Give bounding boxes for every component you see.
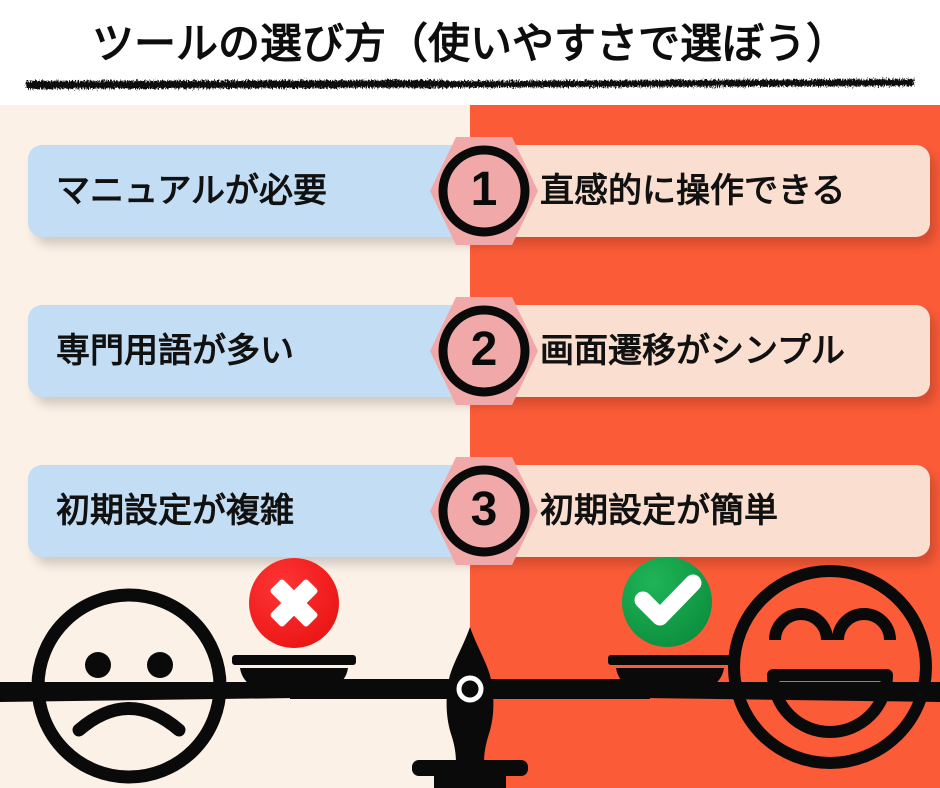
step-number: 1 <box>470 162 498 216</box>
left-item-pill[interactable]: 専門用語が多い <box>28 305 480 397</box>
hexagon-icon <box>430 457 538 565</box>
right-item-label: 直感的に操作できる <box>540 172 846 210</box>
comparison-row: マニュアルが必要 直感的に操作できる 1 <box>0 135 940 245</box>
check-mark-icon <box>622 557 712 647</box>
hexagon-icon <box>430 297 538 405</box>
balance-illustration <box>0 557 940 788</box>
right-item-pill[interactable]: 直感的に操作できる <box>462 145 930 237</box>
left-item-pill[interactable]: マニュアルが必要 <box>28 145 480 237</box>
comparison-row: 初期設定が複雑 初期設定が簡単 3 <box>0 455 940 565</box>
step-number-badge: 3 <box>428 455 540 567</box>
left-item-label: 専門用語が多い <box>56 332 294 370</box>
step-number: 2 <box>470 322 498 376</box>
cross-mark-icon <box>249 558 339 648</box>
left-item-pill[interactable]: 初期設定が複雑 <box>28 465 480 557</box>
comparison-row: 専門用語が多い 画面遷移がシンプル 2 <box>0 295 940 405</box>
left-item-label: 初期設定が複雑 <box>56 492 294 530</box>
brush-stroke-underline-icon <box>26 79 914 89</box>
step-number-badge: 1 <box>428 135 540 247</box>
right-item-label: 初期設定が簡単 <box>540 492 778 530</box>
left-item-label: マニュアルが必要 <box>56 172 327 210</box>
happy-face-icon <box>728 565 932 769</box>
hexagon-icon <box>430 137 538 245</box>
right-item-label: 画面遷移がシンプル <box>540 332 845 370</box>
right-item-pill[interactable]: 画面遷移がシンプル <box>462 305 930 397</box>
step-number-badge: 2 <box>428 295 540 407</box>
page-title: ツールの選び方（使いやすさで選ぼう） <box>91 20 848 67</box>
header: ツールの選び方（使いやすさで選ぼう） <box>0 0 940 105</box>
step-number: 3 <box>470 482 498 536</box>
balance-scale-icon <box>0 627 940 788</box>
right-item-pill[interactable]: 初期設定が簡単 <box>462 465 930 557</box>
